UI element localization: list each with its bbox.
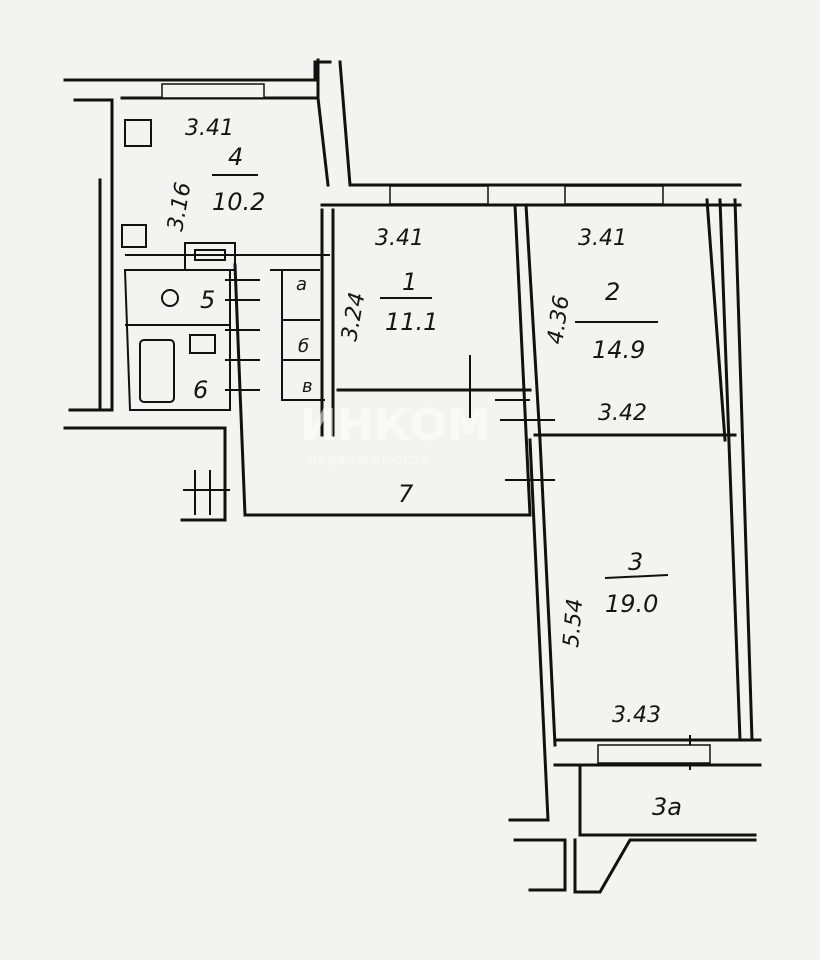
windows: [161, 83, 711, 764]
window-room-3: [597, 744, 711, 764]
svg-text:1: 1: [402, 268, 417, 296]
watermark: ИНКОМ НЕДВИЖИМОСТЬ: [300, 400, 491, 467]
svg-text:4: 4: [228, 143, 243, 171]
walls: [63, 58, 762, 894]
closet-a: а: [296, 274, 307, 295]
corridor-7: 7: [398, 480, 414, 508]
svg-text:5.54: 5.54: [559, 598, 588, 649]
svg-text:3: 3: [628, 548, 643, 576]
svg-text:НЕДВИЖИМОСТЬ: НЕДВИЖИМОСТЬ: [308, 454, 432, 467]
room-4-kitchen: 3.41 4 10.2 3.16: [163, 116, 265, 233]
closet-v: в: [302, 376, 313, 397]
room-3: 3 19.0 5.54 3.43: [559, 548, 669, 728]
bath-6: 6: [193, 376, 208, 404]
window-kitchen: [161, 83, 265, 99]
svg-text:3.41: 3.41: [375, 226, 424, 251]
window-room-2: [564, 185, 664, 205]
svg-text:4.36: 4.36: [543, 294, 575, 346]
window-room-1: [389, 185, 489, 205]
svg-text:ИНКОМ: ИНКОМ: [300, 400, 491, 451]
room-1: 3.41 1 11.1 3.24: [337, 226, 438, 343]
svg-text:2: 2: [605, 278, 620, 306]
svg-text:3.16: 3.16: [163, 180, 196, 233]
svg-text:11.1: 11.1: [385, 308, 438, 336]
svg-text:19.0: 19.0: [605, 590, 658, 618]
room-2: 3.41 2 14.9 4.36 3.42: [543, 226, 658, 426]
closet-b: б: [298, 336, 309, 357]
bathroom-5: 5: [200, 286, 215, 314]
svg-text:3.43: 3.43: [612, 703, 661, 728]
svg-text:3.41: 3.41: [578, 226, 627, 251]
balcony-3a: 3a: [652, 793, 682, 821]
svg-text:3.41: 3.41: [185, 116, 234, 141]
svg-text:3.24: 3.24: [337, 290, 370, 343]
svg-text:3.42: 3.42: [598, 401, 647, 426]
svg-text:14.9: 14.9: [592, 336, 645, 364]
svg-text:10.2: 10.2: [212, 188, 265, 216]
